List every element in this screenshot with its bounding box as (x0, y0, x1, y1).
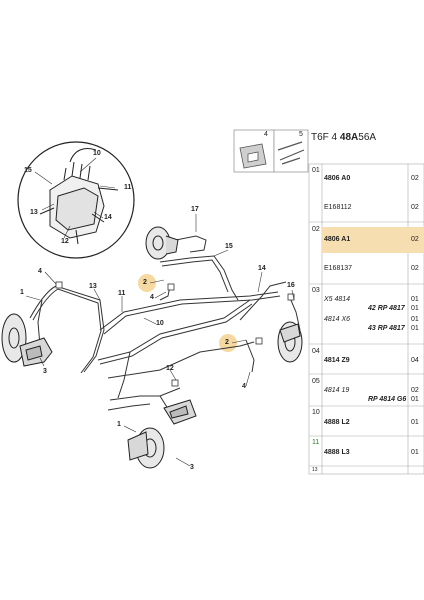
callout-1: 1 (20, 289, 24, 296)
row-index: 10 (312, 409, 320, 416)
connector-boxes (55, 281, 295, 387)
callout-11: 11 (124, 184, 132, 191)
callout-14-line: 14 (258, 265, 266, 272)
front-right-brake-assembly (277, 321, 303, 363)
row-index: 02 (312, 226, 320, 233)
part-ref: 42 RP 4817 (368, 305, 405, 312)
callout-15-line: 15 (225, 243, 233, 250)
callout-10-line: 10 (156, 320, 164, 327)
part-ref: 4888 L3 (324, 449, 350, 456)
part-qty: 02 (411, 387, 419, 394)
bracket-clip-icon (239, 143, 267, 169)
row-index: 13 (312, 467, 318, 473)
part-ref: 4814 19 (324, 387, 350, 394)
callout-3-bottom: 3 (190, 464, 194, 471)
part-qty: 01 (411, 449, 419, 456)
part-ref: 43 RP 4817 (368, 325, 405, 332)
callout-12: 12 (61, 238, 69, 245)
part-qty: 01 (411, 316, 419, 323)
rear-bottom-brake-assembly (127, 399, 197, 469)
part-qty: 01 (411, 396, 419, 403)
callout-15: 15 (24, 167, 32, 174)
part-qty: 01 (411, 296, 419, 303)
part-qty: 01 (411, 325, 419, 332)
part-ref: 4888 L2 (324, 419, 350, 426)
row-index: 04 (312, 348, 320, 355)
part-ref: E168112 (324, 204, 352, 211)
part-ref-highlighted[interactable]: 4806 A1 (324, 236, 351, 243)
part-ref: 4806 A0 (324, 175, 351, 182)
catalog-ref: T6F 4 48A56A (311, 132, 376, 143)
part-qty: 01 (411, 419, 419, 426)
abs-module-inset (17, 141, 135, 259)
callout-3: 3 (43, 368, 47, 375)
callout-12-line: 12 (166, 365, 174, 372)
part-qty: 02 (411, 175, 419, 182)
callout-13: 13 (30, 209, 38, 216)
callout-4: 4 (38, 268, 42, 275)
ref-prefix: T6F 4 (311, 132, 338, 143)
part-qty: 02 (411, 236, 419, 243)
row-index: 05 (312, 378, 320, 385)
icon-box-label-right: 5 (299, 131, 303, 138)
rear-right-disc-top (145, 226, 179, 260)
part-ref: 4814 Z9 (324, 357, 350, 364)
ref-suffix: 56A (358, 132, 377, 143)
part-qty: 02 (411, 265, 419, 272)
callout-2: 2 (143, 279, 147, 286)
spring-clip-icon (277, 141, 305, 165)
callout-10: 10 (93, 150, 101, 157)
row-index: 11 (312, 439, 320, 446)
part-qty: 01 (411, 305, 419, 312)
callout-11-line: 11 (118, 290, 126, 297)
part-ref: X5 4814 (324, 296, 351, 303)
callout-14: 14 (104, 214, 112, 221)
brake-lines (29, 235, 301, 421)
callout-2-right: 2 (225, 339, 229, 346)
part-qty: 04 (411, 357, 419, 364)
callout-leaders (25, 157, 295, 467)
callout-4-bottom: 4 (242, 383, 246, 390)
highlight-row (322, 227, 424, 253)
part-qty: 02 (411, 204, 419, 211)
ref-bold: 48A (339, 132, 359, 143)
callout-13-line: 13 (89, 283, 97, 290)
parts-table-grid (308, 163, 424, 475)
part-ref: E168137 (324, 265, 353, 272)
part-ref: RP 4814 G6 (368, 396, 407, 403)
callout-2-highlight (138, 274, 156, 292)
callout-4-mid: 4 (150, 294, 154, 301)
callout-17: 17 (191, 206, 199, 213)
front-left-brake-assembly (1, 313, 53, 367)
icon-box-label-left: 4 (264, 131, 268, 138)
row-index: 01 (312, 167, 320, 174)
row-index: 03 (312, 287, 320, 294)
callout-1-bottom: 1 (117, 421, 121, 428)
callout-16: 16 (287, 282, 295, 289)
part-ref: 4814 X6 (324, 316, 351, 323)
